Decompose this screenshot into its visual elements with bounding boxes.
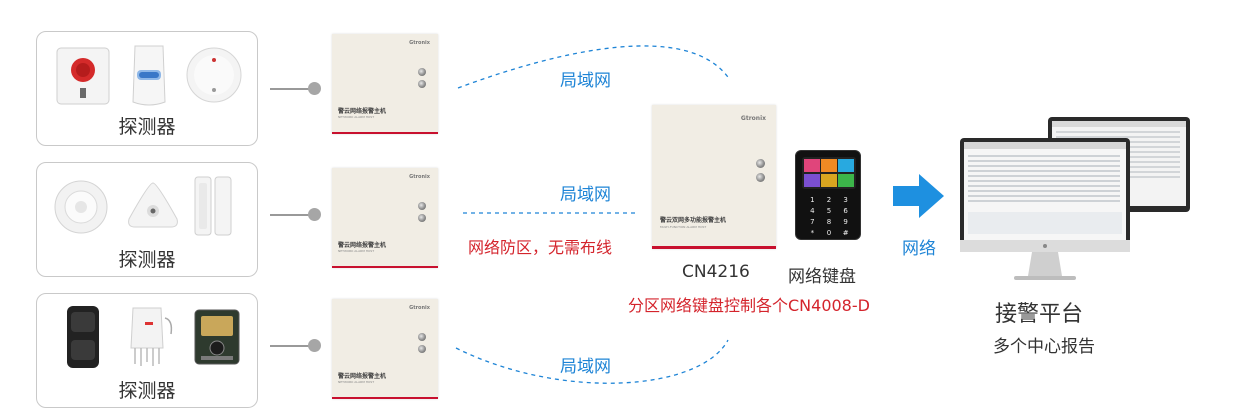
key-lock-icon [418, 214, 426, 222]
panel-title: 警云网络报警主机 [338, 108, 387, 115]
screen-tile [838, 174, 854, 187]
key-lock-icon [756, 159, 765, 168]
key-lock-icon [418, 333, 426, 341]
panel-brand: Gtronix [740, 115, 766, 122]
connector-dot-1 [308, 82, 321, 95]
connector-line-1 [270, 88, 314, 90]
triangle-detector-icon [128, 182, 178, 228]
key-7[interactable]: 7 [810, 218, 815, 226]
screen-tile [838, 159, 854, 172]
pir-detector-icon [132, 45, 166, 106]
keypad-name: 网络键盘 [788, 267, 856, 287]
alarm-panel-3: Gtronix 警云网络报警主机 NETWORK ALARM HOST [332, 299, 438, 399]
key-lock-icon [756, 173, 765, 182]
main-panel-model: CN4216 [682, 262, 750, 282]
key-lock-icon [418, 80, 426, 88]
screen-tile [821, 159, 837, 172]
screen-tile [804, 174, 820, 187]
emergency-button-icon [56, 47, 110, 105]
panel-brand: Gtronix [409, 174, 430, 180]
key-lock-icon [418, 68, 426, 76]
key-4[interactable]: 4 [810, 207, 815, 215]
screen-tile [821, 174, 837, 187]
door-contact-icon [194, 176, 232, 236]
panel-stripe [332, 132, 438, 134]
panel-subtitle: NETWORK ALARM HOST [338, 249, 375, 253]
panel-title: 警云双网多功能报警主机 [660, 217, 727, 224]
key-2[interactable]: 2 [826, 196, 832, 204]
platform-title: 接警平台 [995, 302, 1084, 327]
beam-detector-icon [67, 306, 99, 368]
panel-brand: Gtronix [409, 40, 430, 46]
panel-title: 警云网络报警主机 [338, 242, 387, 249]
key-9[interactable]: 9 [843, 218, 848, 226]
panel-subtitle: NETWORK ALARM HOST [338, 380, 375, 384]
lan-label-bottom: 局域网 [560, 357, 611, 377]
key-1[interactable]: 1 [810, 196, 815, 204]
connector-dot-2 [308, 208, 321, 221]
connector-dot-3 [308, 339, 321, 352]
panel-subtitle: MULTI-FUNCTION ALARM HOST [660, 225, 707, 229]
connector-line-3 [270, 345, 314, 347]
panel-stripe [332, 266, 438, 268]
detector-group-3: 探测器 [36, 293, 258, 408]
leak-sensor-icon [130, 307, 173, 366]
key-0[interactable]: 0 [826, 229, 832, 237]
keypad-screen [802, 157, 856, 189]
dashed-link-top [457, 45, 731, 89]
panel-subtitle: NETWORK ALARM HOST [338, 115, 375, 119]
panel-title: 警云网络报警主机 [338, 373, 387, 380]
main-alarm-panel: Gtronix 警云双网多功能报警主机 MULTI-FUNCTION ALARM… [652, 105, 776, 249]
detector-label: 探测器 [118, 249, 176, 271]
panel-stripe [652, 246, 776, 249]
key-hash[interactable]: # [842, 229, 849, 237]
lan-label-middle: 局域网 [560, 185, 611, 205]
smoke-detector-icon [54, 180, 108, 234]
keypad-note: 分区网络键盘控制各个CN4008-D [628, 296, 870, 315]
key-lock-icon [418, 202, 426, 210]
key-6[interactable]: 6 [843, 207, 848, 215]
connector-line-2 [270, 214, 314, 216]
alarm-panel-2: Gtronix 警云网络报警主机 NETWORK ALARM HOST [332, 168, 438, 268]
lan-label-top: 局域网 [560, 71, 611, 91]
key-star[interactable]: * [810, 229, 815, 237]
keypad-keys: 1 2 3 4 5 6 7 8 9 * 0 # [804, 195, 854, 238]
key-8[interactable]: 8 [826, 218, 832, 226]
detector-group-1: 探测器 [36, 31, 258, 146]
alarm-panel-1: Gtronix 警云网络报警主机 NETWORK ALARM HOST [332, 34, 438, 134]
screen-tile [804, 159, 820, 172]
wiring-note: 网络防区，无需布线 [468, 238, 613, 257]
detector-label: 探测器 [118, 116, 176, 138]
network-keypad[interactable]: 1 2 3 4 5 6 7 8 9 * 0 # [795, 150, 861, 240]
detector-label: 探测器 [118, 380, 176, 402]
platform-subtitle: 多个中心报告 [993, 337, 1095, 357]
key-5[interactable]: 5 [826, 207, 832, 215]
network-label: 网络 [902, 239, 936, 259]
detector-group-2: 探测器 [36, 162, 258, 277]
key-lock-icon [418, 345, 426, 353]
ceiling-detector-icon [186, 47, 242, 103]
dashed-link-bottom [455, 339, 729, 384]
panel-stripe [332, 397, 438, 399]
panel-brand: Gtronix [409, 305, 430, 311]
control-module-icon [194, 309, 240, 365]
key-3[interactable]: 3 [843, 196, 848, 204]
